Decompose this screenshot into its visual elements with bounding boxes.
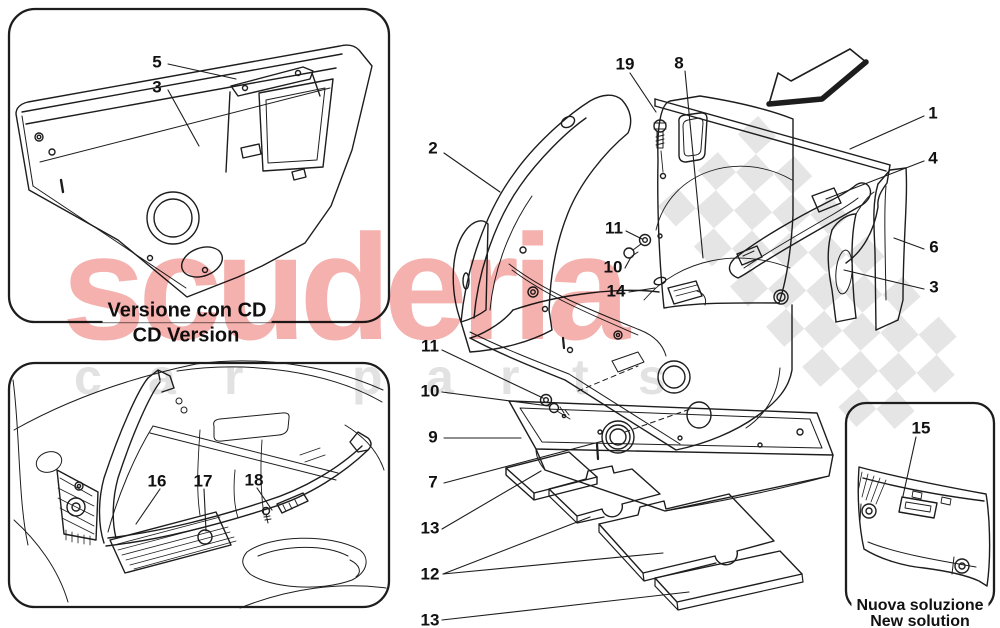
callout-3: 3: [152, 77, 162, 97]
callout-1: 1: [928, 103, 938, 123]
direction-arrow-icon: [766, 48, 869, 107]
part-6-right-panel: [873, 167, 908, 331]
checkered-flag-icon: [657, 116, 957, 430]
callout-6: 6: [929, 237, 939, 257]
caption-cd-version: CD Version: [127, 324, 245, 348]
callout-14: 14: [606, 281, 626, 301]
front-compartment-tub: [469, 263, 793, 461]
watermark-letter: a: [426, 349, 454, 405]
callout-12: 12: [420, 564, 440, 584]
part-3-right-trim: [827, 191, 875, 323]
main-exploded-diagram: [441, 48, 925, 621]
caption-nuova-soluzione: Nuova soluzione: [851, 596, 989, 616]
callout-5: 5: [152, 52, 162, 72]
hardware-screw-washer-sensor: [623, 233, 707, 306]
part-2-left-trim: [452, 94, 632, 353]
part-8-back-panel: [643, 95, 794, 309]
callout-11: 11: [421, 336, 439, 356]
inset-cd-version-drawing: [15, 44, 373, 298]
watermark-letter: r: [224, 349, 244, 405]
inset-car-top-view-box: [7, 361, 391, 609]
callout-3: 3: [929, 277, 939, 297]
caption-versione-con-cd: Versione con CD: [102, 299, 272, 323]
part-4-handle-bracket: [728, 182, 872, 279]
callout-11: 11: [605, 218, 623, 238]
callout-18: 18: [244, 470, 264, 490]
callout-9: 9: [428, 427, 438, 447]
callout-8: 8: [674, 53, 684, 73]
callout-16: 16: [147, 471, 167, 491]
callout-7: 7: [428, 472, 438, 492]
watermark-letter: t: [572, 349, 589, 405]
inset-new-solution-drawing: [857, 436, 991, 587]
callout-17: 17: [193, 471, 213, 491]
part-9-tray: [508, 400, 834, 512]
callout-15: 15: [911, 418, 931, 438]
part-1-shelf-panel: [654, 98, 891, 264]
inset-car-top-view-drawing: [12, 360, 387, 609]
callout-10: 10: [420, 381, 440, 401]
caption-new-solution: New solution: [865, 612, 975, 628]
watermark-letter: r: [500, 349, 520, 405]
leader-lines: [441, 70, 925, 621]
callout-10: 10: [603, 257, 623, 277]
watermark-letter: p: [352, 349, 383, 405]
callout-13: 13: [420, 518, 440, 538]
callout-2: 2: [428, 138, 438, 158]
watermark-letter: c: [74, 349, 102, 405]
callout-19: 19: [615, 54, 635, 74]
callout-13: 13: [420, 610, 440, 628]
callout-4: 4: [928, 148, 938, 168]
